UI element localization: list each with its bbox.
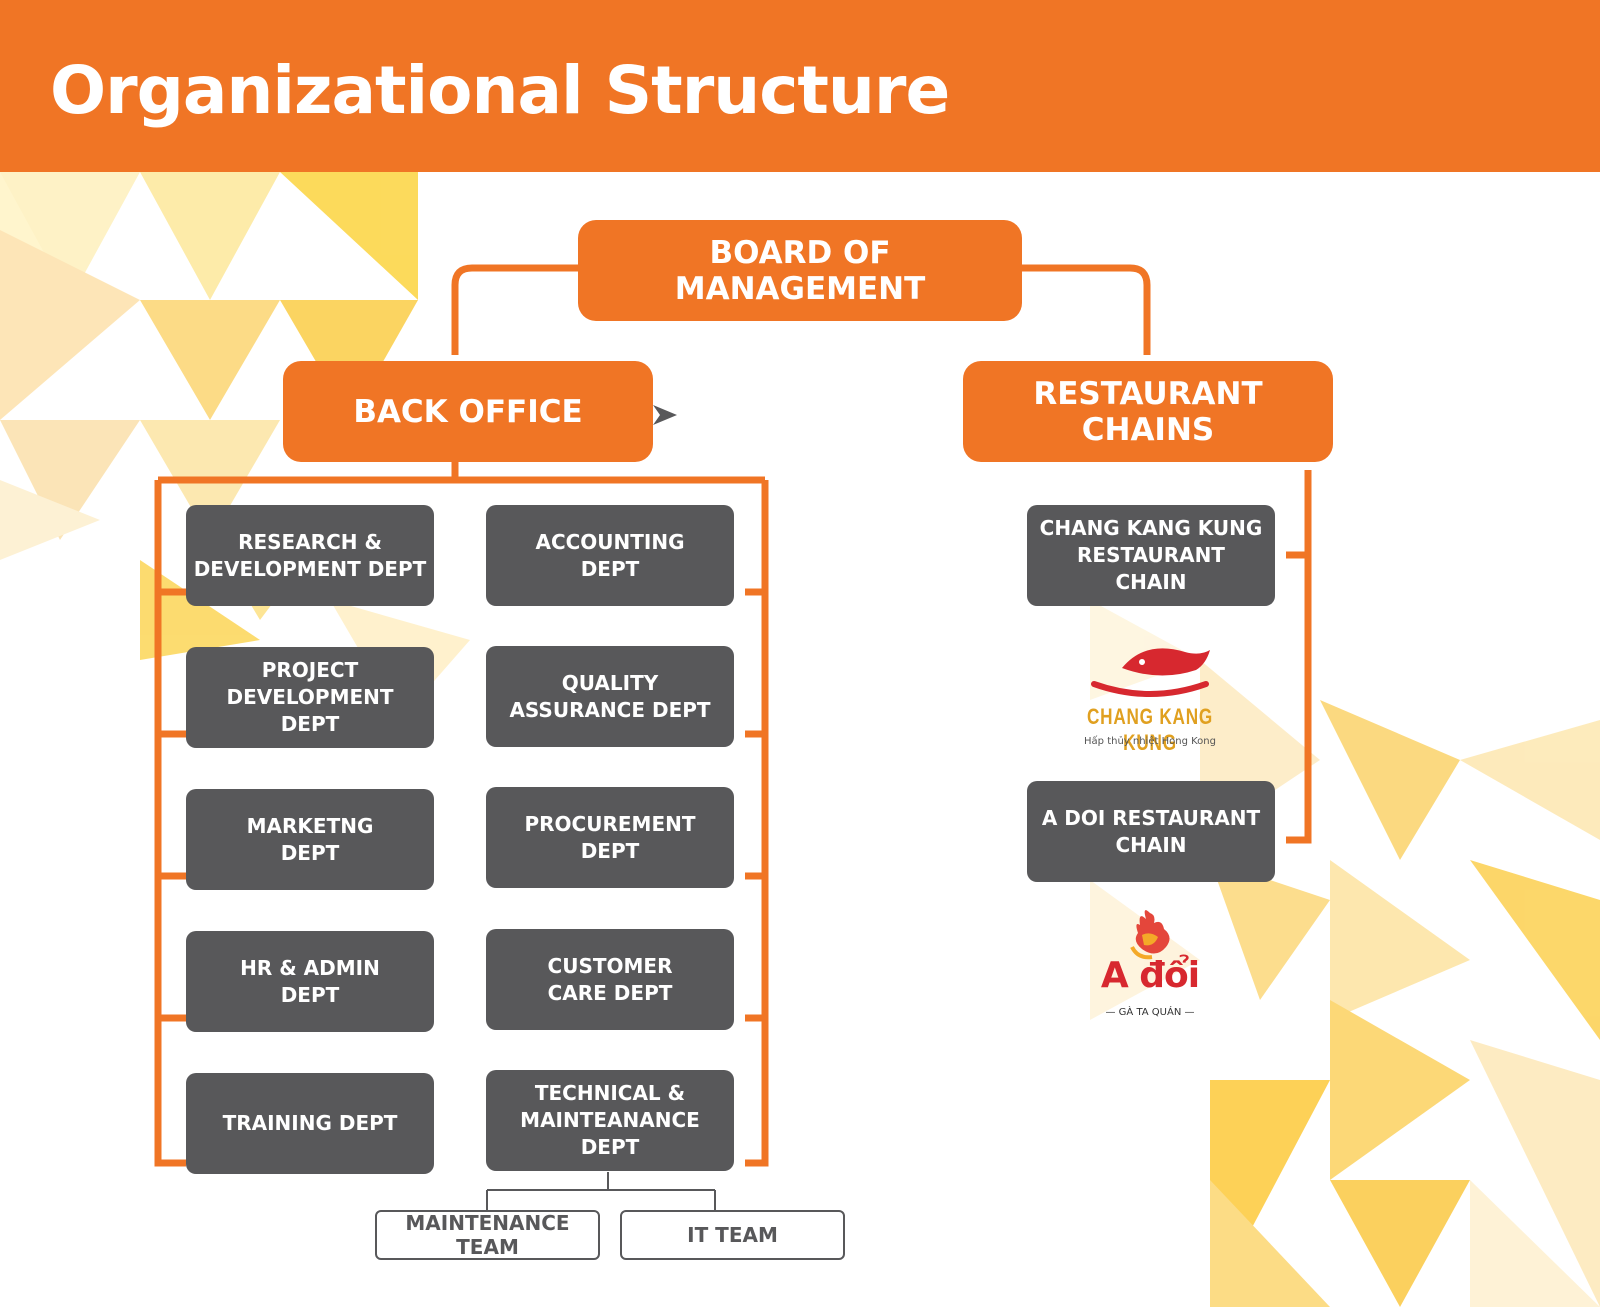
header-bar: Organizational Structure — [0, 0, 1600, 172]
chain-a-doi: A DOI RESTAURANT CHAIN — [1027, 781, 1275, 882]
chang-kang-kung-logo-name: CHANG KANG KUNG — [1086, 704, 1214, 755]
a-doi-logo-tagline: — GÀ TA QUÁN — — [1105, 1007, 1195, 1018]
dept-project-development: PROJECT DEVELOPMENT DEPT — [186, 647, 434, 748]
chain-chang-kang-kung: CHANG KANG KUNG RESTAURANT CHAIN — [1027, 505, 1275, 606]
dept-marketing: MARKETNG DEPT — [186, 789, 434, 890]
connector-lines — [154, 264, 1312, 1167]
chang-kang-kung-logo: CHANG KANG KUNG Hấp thủy nhiệt Hong Kong — [1050, 630, 1250, 760]
restaurant-chains-box: RESTAURANT CHAINS — [963, 361, 1333, 462]
rooster-icon — [1130, 910, 1170, 960]
a-doi-logo: A đổi — GÀ TA QUÁN — — [1080, 905, 1220, 1025]
it-team-box: IT TEAM — [620, 1210, 845, 1260]
dept-procurement: PROCUREMENT DEPT — [486, 787, 734, 888]
fish-plate-icon — [1091, 648, 1210, 697]
dept-quality-assurance: QUALITY ASSURANCE DEPT — [486, 646, 734, 747]
page-title: Organizational Structure — [50, 52, 950, 129]
dept-accounting: ACCOUNTING DEPT — [486, 505, 734, 606]
dept-hr-admin: HR & ADMIN DEPT — [186, 931, 434, 1032]
chang-kang-kung-logo-tagline: Hấp thủy nhiệt Hong Kong — [1084, 736, 1216, 747]
arrow-icon — [653, 405, 677, 425]
board-of-management-box: BOARD OF MANAGEMENT — [578, 220, 1022, 321]
dept-research-development: RESEARCH & DEVELOPMENT DEPT — [186, 505, 434, 606]
dept-customer-care: CUSTOMER CARE DEPT — [486, 929, 734, 1030]
team-connector-lines — [486, 1172, 716, 1210]
dept-training: TRAINING DEPT — [186, 1073, 434, 1174]
maintenance-team-box: MAINTENANCE TEAM — [375, 1210, 600, 1260]
dept-technical-maintenance: TECHNICAL & MAINTEANANCE DEPT — [486, 1070, 734, 1171]
a-doi-logo-name: A đổi — [1100, 955, 1200, 996]
back-office-box: BACK OFFICE — [283, 361, 653, 462]
